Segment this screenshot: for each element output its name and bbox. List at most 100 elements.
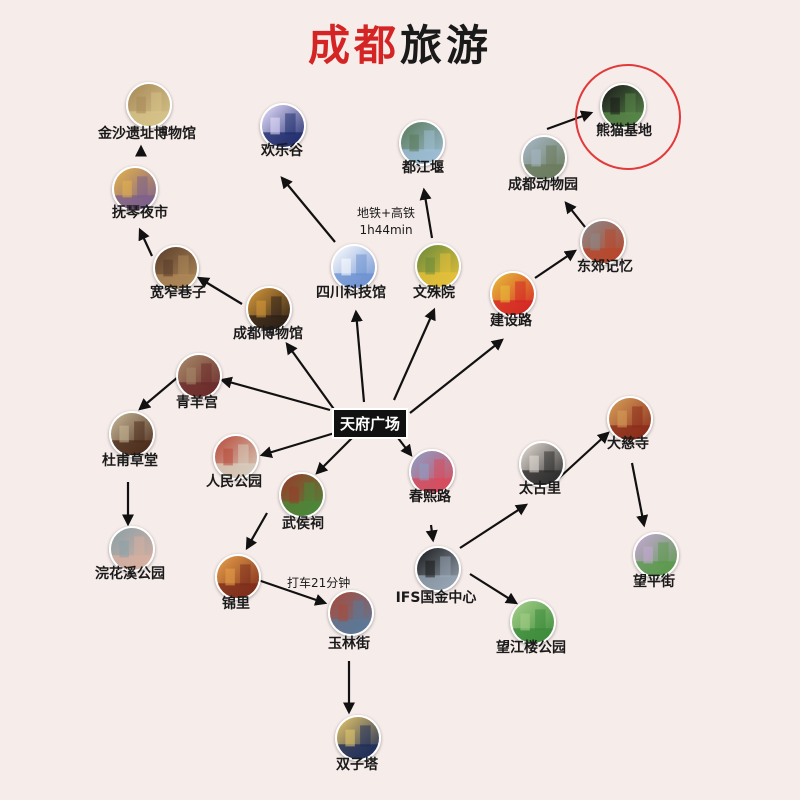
route-arrow [564,201,586,228]
route-arrow [469,573,519,605]
attraction-label: 欢乐谷 [261,143,303,159]
attraction-label: IFS国金中心 [395,590,477,606]
photo-thumbnail [111,413,153,455]
photo-thumbnail [215,436,257,478]
route-arrow [280,176,336,243]
photo-thumbnail [155,247,197,289]
photo-thumbnail [178,355,220,397]
attraction-photo [260,103,306,149]
attraction-label: 文殊院 [413,285,455,301]
attraction-label: 青羊宫 [176,395,218,411]
attraction-photo [153,245,199,291]
attraction-photo [213,434,259,480]
attraction-photo [331,244,377,290]
photo-thumbnail [337,717,379,759]
title-part-1: 成都 [307,21,400,70]
attraction-photo [109,411,155,457]
highlight-circle [575,64,681,170]
attraction-photo [126,82,172,128]
attraction-photo [415,546,461,592]
attraction-label: 望江楼公园 [496,640,566,656]
attraction-photo [607,396,653,442]
photo-thumbnail [281,474,323,516]
photo-thumbnail [417,548,459,590]
route-arrow [534,249,578,279]
photo-thumbnail [521,443,563,485]
attraction-label: 金沙遗址博物馆 [98,126,196,142]
route-arrow [285,342,337,413]
attraction-label: 宽窄巷子 [150,285,206,301]
attraction-photo [176,353,222,399]
photo-thumbnail [330,592,372,634]
route-arrow [425,524,438,543]
attraction-label: 东郊记忆 [577,259,633,275]
photo-thumbnail [582,221,624,263]
attraction-label: 大慈寺 [607,436,649,452]
route-arrow [419,187,434,239]
attraction-photo [580,219,626,265]
attraction-photo [415,243,461,289]
attraction-photo [109,526,155,572]
attraction-label: 双子塔 [336,757,378,773]
photo-thumbnail [111,528,153,570]
attraction-photo [215,554,261,600]
photo-thumbnail [635,534,677,576]
route-arrow [196,276,243,305]
metro-note-line-2: 1h44min [359,223,413,237]
route-arrow [409,338,504,414]
attraction-photo [510,599,556,645]
attraction-label: 成都博物馆 [233,326,303,342]
attraction-label: 人民公园 [206,474,262,490]
route-arrow [138,376,179,411]
route-arrow [392,307,436,401]
attraction-label: 武侯祠 [282,516,324,532]
route-arrow [257,578,328,606]
attraction-label: 建设路 [490,313,532,329]
attraction-photo [328,590,374,636]
attraction-photo [279,472,325,518]
photo-thumbnail [114,168,156,210]
route-arrow [138,227,153,257]
attraction-photo [246,286,292,332]
attraction-label: 四川科技馆 [316,285,386,301]
photo-thumbnail [262,105,304,147]
photo-thumbnail [523,137,565,179]
title-part-2: 旅游 [400,21,493,70]
photo-thumbnail [417,245,459,287]
photo-thumbnail [411,451,453,493]
attraction-label: 玉林街 [328,636,370,652]
metro-note: 地铁+高铁 1h44min [357,205,415,239]
photo-thumbnail [512,601,554,643]
photo-thumbnail [128,84,170,126]
photo-thumbnail [217,556,259,598]
hub-node-tianfu-square[interactable]: 天府广场 [332,408,409,439]
attraction-photo [490,271,536,317]
attraction-photo [409,449,455,495]
attraction-label: 春熙路 [409,489,451,505]
attraction-label: 成都动物园 [508,177,578,193]
taxi-note: 打车21分钟 [287,576,351,590]
attraction-photo [521,135,567,181]
attraction-label: 都江堰 [402,160,444,176]
attraction-label: 杜甫草堂 [102,453,158,469]
attraction-label: 锦里 [222,596,250,612]
route-arrow [219,376,331,412]
route-arrow [459,503,529,549]
attraction-label: 浣花溪公园 [95,566,165,582]
route-arrow [259,430,339,458]
photo-thumbnail [401,122,443,164]
attraction-label: 太古里 [519,481,561,497]
route-arrow [350,309,366,403]
attraction-label: 抚琴夜市 [112,205,168,221]
attraction-photo [112,166,158,212]
attraction-photo [633,532,679,578]
attraction-photo [519,441,565,487]
route-arrow [630,462,649,528]
photo-thumbnail [492,273,534,315]
photo-thumbnail [609,398,651,440]
attraction-photo [335,715,381,761]
attraction-label: 望平街 [633,574,675,590]
photo-thumbnail [248,288,290,330]
